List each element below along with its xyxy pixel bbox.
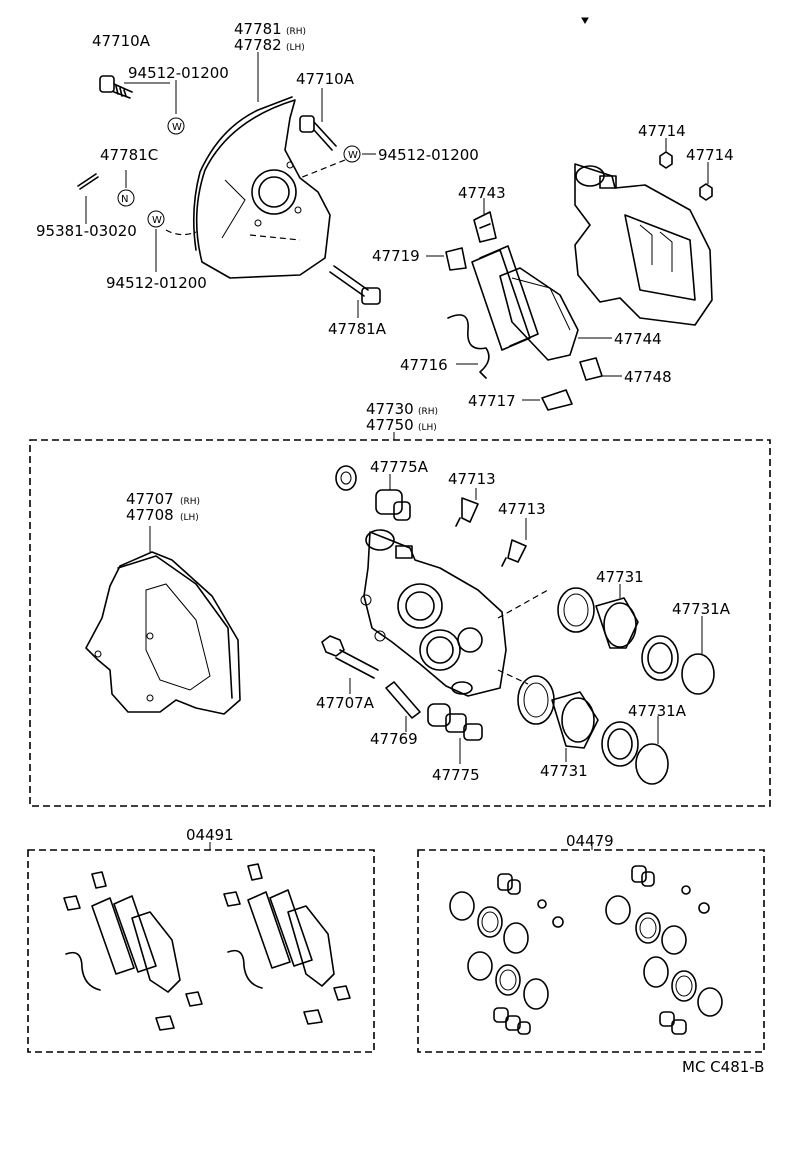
label-47775: 47775 bbox=[432, 766, 480, 784]
disc-brake-pad-kit bbox=[471, 245, 579, 361]
nut-n: N bbox=[117, 189, 135, 207]
washer-w-3: W bbox=[147, 210, 165, 228]
caliper-cylinder-body bbox=[360, 529, 549, 697]
label-94512-3: 94512-01200 bbox=[106, 274, 207, 292]
piston-set-lower bbox=[517, 675, 669, 785]
bolt-47710a-right bbox=[299, 115, 337, 151]
label-47713-2: 47713 bbox=[498, 500, 546, 518]
label-47750: 47750 bbox=[366, 416, 414, 434]
slide-pin-boot-47775 bbox=[427, 703, 483, 741]
label-47769: 47769 bbox=[370, 730, 418, 748]
label-47748: 47748 bbox=[624, 368, 672, 386]
label-47707-rh: (RH) bbox=[180, 497, 200, 507]
cotter-pin bbox=[77, 173, 99, 190]
label-95381: 95381-03020 bbox=[36, 222, 137, 240]
caliper-mounting-bracket bbox=[85, 551, 241, 715]
bolt-47781a bbox=[329, 265, 381, 305]
label-04479: 04479 bbox=[566, 832, 614, 850]
bleeder-plug-47713-2 bbox=[501, 539, 527, 567]
washer-mark: W bbox=[152, 215, 162, 226]
nut-mark: N bbox=[121, 194, 128, 205]
diagram-code: MC C481-B bbox=[682, 1058, 764, 1076]
label-47781-rh: (RH) bbox=[286, 27, 306, 37]
label-47775a: 47775A bbox=[370, 458, 429, 476]
slide-bolt-47707a bbox=[321, 635, 379, 679]
pad-kit-04491-parts bbox=[63, 863, 351, 1031]
bleeder-plug-47713-1 bbox=[455, 497, 479, 527]
label-47782: 47782 bbox=[234, 36, 282, 54]
washer-w-1: W bbox=[167, 117, 185, 135]
disc-brake-dust-cover bbox=[192, 96, 331, 279]
caliper-assembly-parts bbox=[85, 465, 715, 785]
pad-kit-04491-box bbox=[27, 849, 375, 1053]
piston-set-upper bbox=[557, 587, 715, 695]
label-47708: 47708 bbox=[126, 506, 174, 524]
bleeder-cap-47714-1 bbox=[659, 151, 673, 169]
label-47730-rh: (RH) bbox=[418, 407, 438, 417]
label-47731a-1: 47731A bbox=[672, 600, 731, 618]
anti-squeal-shim-47743 bbox=[473, 211, 497, 243]
bolt-47710a-left bbox=[99, 75, 133, 99]
seal-kit-04479-box bbox=[417, 849, 765, 1053]
pad-support-47717 bbox=[541, 389, 573, 411]
registration-mark bbox=[581, 17, 589, 24]
washer-mark: W bbox=[348, 150, 358, 161]
dust-cover-group: W N W bbox=[77, 52, 381, 318]
label-94512-2: 94512-01200 bbox=[378, 146, 479, 164]
slide-pin-boot-47775a bbox=[375, 489, 411, 521]
pad-support-plate-47719 bbox=[445, 247, 467, 271]
caliper-outer-body bbox=[574, 163, 713, 326]
label-47714-1: 47714 bbox=[638, 122, 686, 140]
seal-kit-04479-parts bbox=[449, 865, 723, 1035]
caliper-assembly-box bbox=[29, 439, 771, 807]
label-47731a-2: 47731A bbox=[628, 702, 687, 720]
label-47710a-2: 47710A bbox=[296, 70, 355, 88]
bleeder-cap-47714-2 bbox=[699, 183, 713, 201]
label-94512-1: 94512-01200 bbox=[128, 64, 229, 82]
label-47781c: 47781C bbox=[100, 146, 158, 164]
anti-rattle-spring-47716 bbox=[447, 314, 490, 379]
label-47719: 47719 bbox=[372, 247, 420, 265]
label-47716: 47716 bbox=[400, 356, 448, 374]
label-47731-2: 47731 bbox=[540, 762, 588, 780]
part-number-labels: 47710A 94512-01200 47781 (RH) 47782 (LH)… bbox=[36, 20, 764, 1076]
label-47731-1: 47731 bbox=[596, 568, 644, 586]
label-47710a-1: 47710A bbox=[92, 32, 151, 50]
label-47714-2: 47714 bbox=[686, 146, 734, 164]
label-47781: 47781 bbox=[234, 20, 282, 38]
label-47730: 47730 bbox=[366, 400, 414, 418]
pad-and-clip-group bbox=[426, 138, 713, 411]
label-47707a: 47707A bbox=[316, 694, 375, 712]
pad-wear-indicator-47748 bbox=[579, 357, 603, 381]
label-47717: 47717 bbox=[468, 392, 516, 410]
washer-w-2: W bbox=[343, 145, 361, 163]
bushing-47769 bbox=[385, 681, 421, 719]
label-47713-1: 47713 bbox=[448, 470, 496, 488]
label-47707: 47707 bbox=[126, 490, 174, 508]
washer-mark: W bbox=[172, 122, 182, 133]
label-04491: 04491 bbox=[186, 826, 234, 844]
label-47781a: 47781A bbox=[328, 320, 387, 338]
label-47744: 47744 bbox=[614, 330, 662, 348]
dust-boot-47775a bbox=[335, 465, 357, 491]
label-47750-lh: (LH) bbox=[418, 423, 437, 433]
label-47708-lh: (LH) bbox=[180, 513, 199, 523]
label-47743: 47743 bbox=[458, 184, 506, 202]
label-47782-lh: (LH) bbox=[286, 43, 305, 53]
